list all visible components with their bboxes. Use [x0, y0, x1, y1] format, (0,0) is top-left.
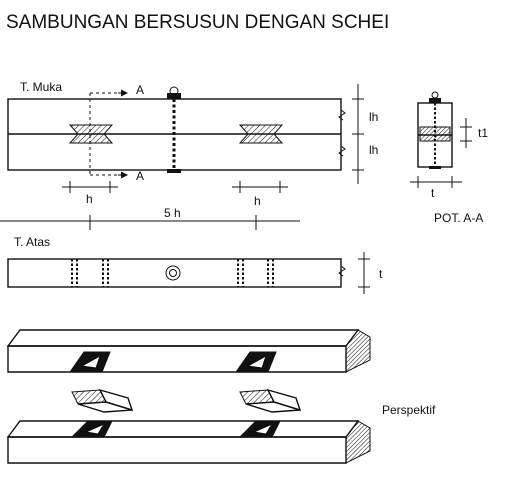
h-right-label: h — [254, 194, 261, 208]
top-beam-outline — [7, 258, 342, 288]
t-section-label: t — [431, 186, 435, 200]
shear-key-piece-right — [239, 388, 302, 413]
front-view-label: T. Muka — [20, 80, 62, 94]
t-top-label: t — [379, 267, 383, 281]
bolt-top-washer — [165, 265, 181, 281]
perspective-label: Perspektif — [382, 403, 436, 417]
perspective-view: Perspektif — [6, 329, 436, 464]
lh-bottom-label: lh — [369, 143, 378, 157]
front-view: T. Muka A A lh lh — [7, 80, 378, 184]
section-a-a: t1 t POT. A-A — [410, 91, 488, 225]
h-left-label: h — [86, 192, 93, 206]
drawing-title: SAMBUNGAN BERSUSUN DENGAN SCHEI — [6, 12, 389, 33]
break-symbol — [338, 109, 346, 121]
section-mark-top: A — [136, 83, 144, 97]
section-shear-key — [419, 126, 451, 142]
upper-beam-front-face — [7, 345, 347, 373]
lower-beam-top-face — [6, 420, 360, 438]
five-h-label: 5 h — [164, 206, 181, 220]
bolt-head — [167, 93, 181, 99]
shear-key-right — [238, 124, 284, 144]
section-mark-bottom: A — [136, 169, 144, 183]
lh-top-label: lh — [369, 110, 378, 124]
upper-beam-end-grain — [345, 329, 371, 373]
top-view: T. Atas t — [7, 235, 383, 294]
section-caption: POT. A-A — [434, 211, 483, 225]
lower-beam-front-face — [7, 436, 347, 464]
break-symbol — [338, 145, 346, 157]
t1-label: t1 — [478, 126, 488, 140]
bolt-nut — [169, 86, 179, 96]
bolt-top-nut — [169, 269, 177, 277]
top-view-label: T. Atas — [14, 235, 50, 249]
length-dimensions: h h 5 h — [0, 181, 300, 230]
bolt-washer — [167, 169, 181, 173]
upper-beam-top-face — [6, 329, 360, 347]
lower-beam-end-grain — [345, 420, 371, 464]
shear-key-piece-left — [71, 388, 134, 413]
break-symbol — [338, 265, 346, 277]
shear-key-left — [68, 124, 114, 144]
